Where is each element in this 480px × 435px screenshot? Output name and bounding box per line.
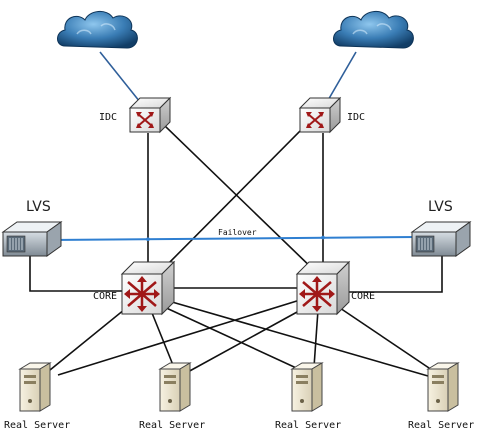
- link-core-right-server-1: [57, 299, 301, 376]
- core-switch-icon: [120, 260, 176, 316]
- tower-server-icon: [158, 362, 192, 412]
- uplink-right: [326, 51, 357, 103]
- router-icon: [298, 96, 342, 134]
- link-core-right-server-3: [313, 309, 319, 368]
- lvs-right-label: LVS: [428, 199, 453, 215]
- core-left-label: CORE: [93, 291, 117, 302]
- uplink-left: [99, 51, 141, 103]
- cloud-icon: [333, 11, 414, 49]
- tower-server-icon: [290, 362, 324, 412]
- server-4-label: Real Server: [408, 420, 474, 431]
- uplinks: [99, 51, 357, 103]
- links: [29, 125, 443, 377]
- core-right-label: CORE: [351, 291, 375, 302]
- link-core-left-server-1: [49, 304, 131, 371]
- tower-server-icon: [18, 362, 52, 412]
- lvs-server-icon: [1, 221, 63, 257]
- tower-server-icon: [426, 362, 460, 412]
- link-core-left-server-4: [171, 301, 429, 377]
- server-1-label: Real Server: [4, 420, 70, 431]
- lvs-left-label: LVS: [26, 199, 51, 215]
- link-core-left-server-3: [161, 305, 306, 373]
- link-lvs-right-core-right: [348, 255, 443, 293]
- server-2-label: Real Server: [139, 420, 205, 431]
- failover-label: Failover: [218, 228, 257, 237]
- idc-right-label: IDC: [347, 112, 365, 123]
- link-idc-left-core-right: [164, 125, 319, 275]
- link-core-right-server-2: [185, 305, 309, 374]
- core-switch-icon: [295, 260, 351, 316]
- link-core-left-server-2: [149, 307, 176, 371]
- lvs-server-icon: [410, 221, 472, 257]
- cloud-icon: [57, 11, 138, 49]
- link-lvs-left-core-left: [29, 255, 122, 292]
- link-core-right-server-4: [333, 303, 433, 371]
- failover-link: Failover: [49, 228, 420, 241]
- link-idc-right-core-left: [157, 125, 306, 275]
- server-3-label: Real Server: [275, 420, 341, 431]
- router-icon: [128, 96, 172, 134]
- idc-left-label: IDC: [99, 112, 117, 123]
